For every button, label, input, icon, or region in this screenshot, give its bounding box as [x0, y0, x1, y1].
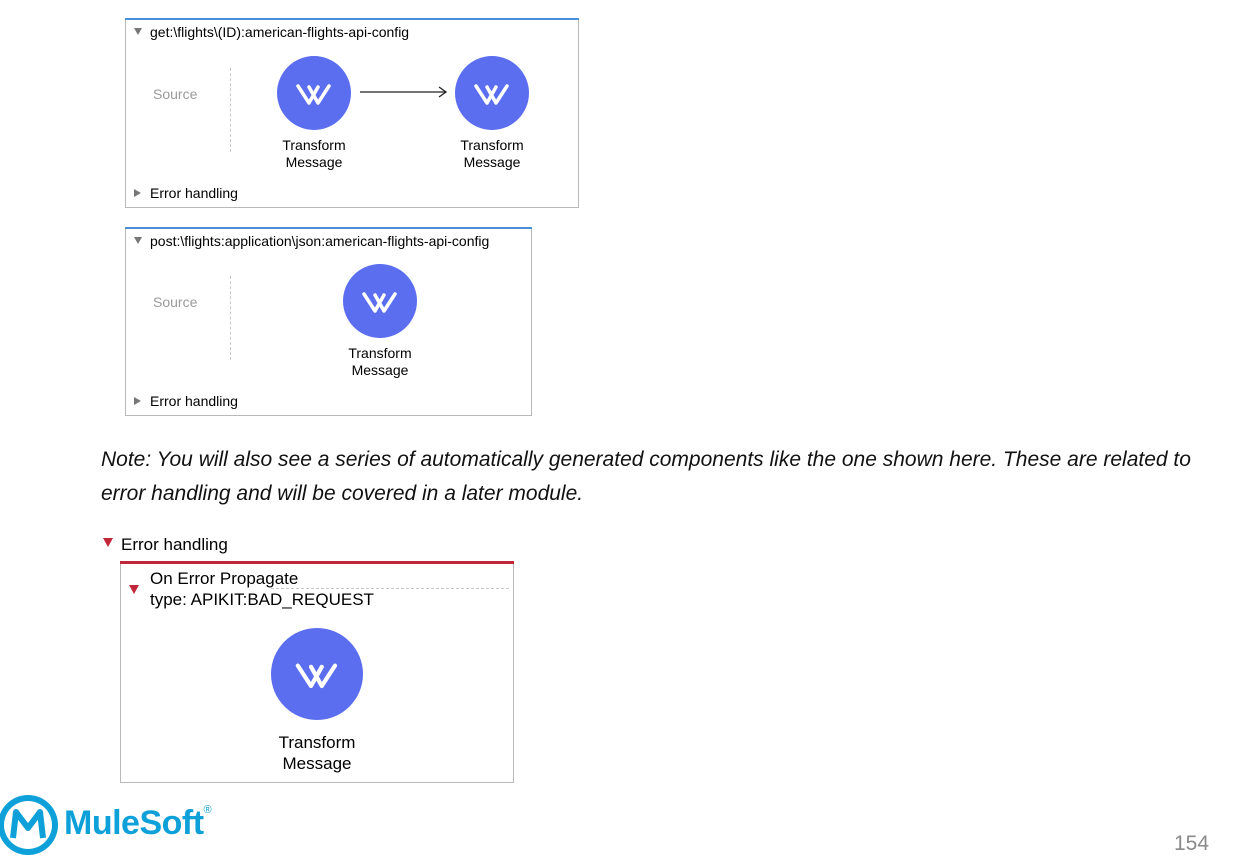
handler-type: type: APIKIT:BAD_REQUEST — [150, 590, 374, 609]
transform-message-icon — [362, 292, 397, 313]
node-label: Transform Message — [330, 345, 430, 379]
node-label-line2: Message — [463, 154, 521, 170]
node-label-line2: Message — [282, 754, 352, 773]
transform-message-node[interactable] — [455, 56, 529, 130]
page-number: 154 — [1174, 832, 1210, 855]
collapse-triangle-icon[interactable] — [134, 28, 142, 35]
flow-title-text: get:\flights\(ID):american-flights-api-c… — [150, 24, 410, 40]
handler-title: On Error Propagate — [150, 569, 299, 588]
node-label-line1: Transform — [460, 137, 524, 153]
expand-triangle-icon — [134, 397, 141, 405]
collapse-triangle-icon[interactable] — [134, 237, 142, 244]
transform-message-icon — [474, 84, 509, 105]
flow-post-flights: post:\flights:application\json:american-… — [125, 227, 532, 416]
error-handling-header[interactable]: Error handling — [103, 535, 228, 555]
error-handling-label: Error handling — [150, 393, 238, 409]
source-label: Source — [153, 294, 198, 310]
source-divider — [230, 276, 231, 360]
node-label: Transform Message — [252, 732, 382, 774]
handler-divider — [271, 588, 509, 589]
logo-text: MuleSoft — [64, 804, 204, 842]
collapse-triangle-icon[interactable] — [129, 585, 139, 594]
flow-top-border — [125, 18, 579, 20]
registered-mark: ® — [203, 804, 212, 816]
flow-get-flights-id: get:\flights\(ID):american-flights-api-c… — [125, 18, 579, 208]
source-divider — [230, 68, 231, 152]
error-top-border — [120, 561, 514, 564]
flow-title[interactable]: post:\flights:application\json:american-… — [134, 233, 489, 249]
node-label-line1: Transform — [282, 137, 346, 153]
node-label-line2: Message — [351, 362, 409, 378]
note-text: Note: You will also see a series of auto… — [101, 448, 1191, 505]
transform-message-icon — [295, 663, 338, 689]
node-label: Transform Message — [442, 137, 542, 171]
flow-top-border — [125, 227, 532, 229]
transform-message-icon — [296, 84, 331, 105]
node-label-line2: Message — [285, 154, 343, 170]
error-handling-toggle[interactable]: Error handling — [134, 185, 238, 201]
mulesoft-wordmark: MuleSoft® — [64, 804, 212, 843]
mulesoft-logo-icon — [0, 795, 58, 855]
expand-triangle-icon — [134, 189, 141, 197]
node-label-line1: Transform — [278, 733, 356, 752]
error-handling-toggle[interactable]: Error handling — [134, 393, 238, 409]
source-label: Source — [153, 86, 198, 102]
transform-message-node[interactable] — [271, 628, 363, 720]
flow-title-text: post:\flights:application\json:american-… — [150, 233, 490, 249]
node-label-line1: Transform — [348, 345, 412, 361]
transform-message-node[interactable] — [277, 56, 351, 130]
collapse-triangle-icon — [103, 538, 113, 547]
node-label: Transform Message — [264, 137, 364, 171]
error-handling-label: Error handling — [150, 185, 238, 201]
on-error-propagate-scope: On Error Propagate type: APIKIT:BAD_REQU… — [120, 561, 514, 783]
flow-title[interactable]: get:\flights\(ID):american-flights-api-c… — [134, 24, 409, 40]
error-handling-header-label: Error handling — [121, 535, 228, 554]
transform-message-node[interactable] — [343, 264, 417, 338]
flow-arrow — [360, 86, 448, 98]
